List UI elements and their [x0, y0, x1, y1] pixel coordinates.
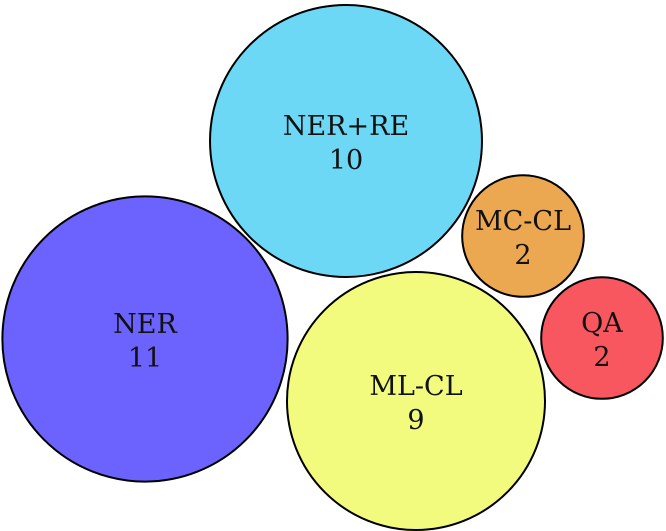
- bubble-value-label-mc-cl: 2: [514, 240, 531, 271]
- bubble-circle-ner-re: [209, 4, 483, 278]
- bubble-circle-qa: [540, 276, 664, 400]
- bubble-value-label-ml-cl: 9: [407, 405, 424, 436]
- bubble-category-label-ner-re: NER+RE: [283, 111, 409, 142]
- bubble-qa: QA2: [540, 276, 664, 400]
- bubble-category-label-mc-cl: MC-CL: [475, 206, 571, 237]
- bubble-value-label-qa: 2: [593, 342, 610, 373]
- bubble-ml-cl: ML-CL9: [286, 271, 546, 531]
- bubble-value-label-ner-re: 10: [329, 145, 363, 176]
- bubble-circle-ml-cl: [286, 271, 546, 531]
- bubble-category-label-qa: QA: [581, 308, 623, 339]
- bubble-circle-ner: [1, 195, 289, 483]
- bubble-mc-cl: MC-CL2: [461, 174, 585, 298]
- bubble-category-label-ml-cl: ML-CL: [369, 371, 462, 402]
- bubble-circle-mc-cl: [461, 174, 585, 298]
- bubble-value-label-ner: 11: [128, 343, 162, 374]
- bubble-category-label-ner: NER: [113, 309, 177, 340]
